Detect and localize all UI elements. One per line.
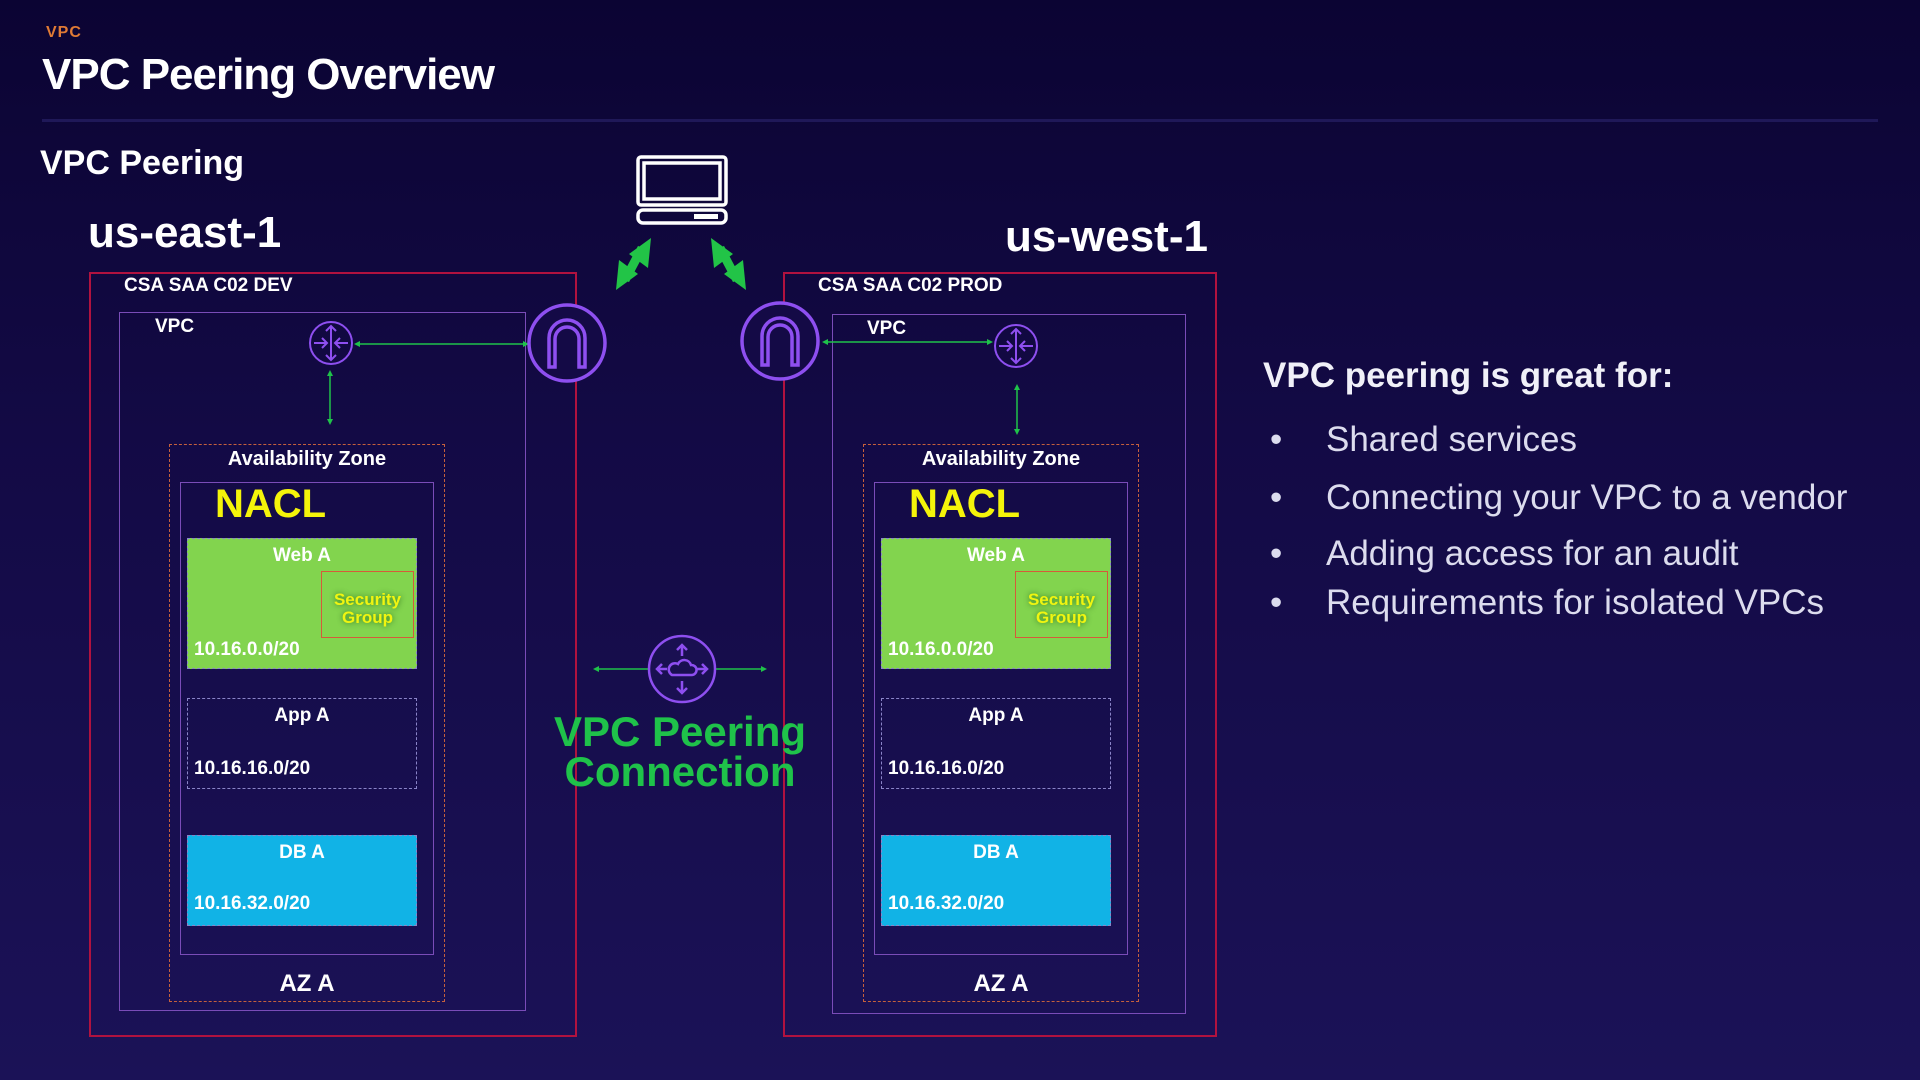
account-box-right: [783, 272, 1217, 1037]
benefit-item: • Shared services: [1270, 420, 1577, 460]
security-group-right: Security Group: [1015, 571, 1108, 638]
subnet-cidr: 10.16.0.0/20: [888, 639, 994, 660]
subnet-name: App A: [274, 705, 330, 726]
benefits-title: VPC peering is great for:: [1263, 356, 1674, 395]
subnet-cidr: 10.16.16.0/20: [194, 758, 311, 779]
db-subnet-right: DB A 10.16.32.0/20: [881, 835, 1111, 926]
nacl-label-left: NACL: [215, 482, 327, 526]
nacl-label-right: NACL: [909, 482, 1021, 526]
az-box-right: [863, 444, 1139, 1002]
account-box-left: [89, 272, 577, 1037]
app-subnet-right: App A 10.16.16.0/20: [881, 698, 1111, 789]
web-subnet-right: Web A 10.16.0.0/20 Security Group: [881, 538, 1111, 669]
sg-label-line2: Group: [1036, 608, 1087, 627]
bullet-icon: •: [1270, 478, 1283, 517]
account-label-right: CSA SAA C02 PROD: [818, 275, 1003, 296]
internet-gateway-icon-left: [527, 303, 607, 383]
bullet-icon: •: [1270, 420, 1283, 459]
router-icon-right: [994, 324, 1038, 368]
subnet-name: Web A: [966, 545, 1026, 566]
az-name-left: AZ A: [279, 970, 335, 997]
benefit-text: Connecting your VPC to a vendor: [1326, 478, 1848, 517]
vpc-box-left: [119, 312, 526, 1011]
security-group-left: Security Group: [321, 571, 414, 638]
subnet-name: App A: [968, 705, 1024, 726]
double-arrow-left-icon: [616, 238, 651, 290]
benefit-text: Shared services: [1326, 420, 1577, 459]
router-icon-left: [309, 321, 353, 365]
double-arrow-right-icon: [711, 238, 746, 290]
nacl-box-right: [874, 482, 1128, 955]
sg-label-line1: Security: [333, 590, 402, 609]
laptop-icon: [636, 155, 728, 225]
account-label-left: CSA SAA C02 DEV: [124, 275, 293, 296]
section-eyebrow: VPC: [46, 24, 82, 41]
az-box-left: [169, 444, 445, 1002]
title-divider: [42, 119, 1878, 122]
app-subnet-left: App A 10.16.16.0/20: [187, 698, 417, 789]
az-title-left: Availability Zone: [227, 448, 387, 470]
web-subnet-left: Web A 10.16.0.0/20 Security Group: [187, 538, 417, 669]
subnet-name: Web A: [272, 545, 332, 566]
subnet-name: DB A: [973, 842, 1019, 863]
subnet-cidr: 10.16.32.0/20: [888, 893, 1005, 914]
subnet-cidr: 10.16.0.0/20: [194, 639, 300, 660]
vpc-box-right: [832, 314, 1186, 1014]
internet-gateway-icon-right: [740, 301, 820, 381]
benefit-item: • Connecting your VPC to a vendor: [1270, 478, 1847, 518]
az-title-right: Availability Zone: [921, 448, 1081, 470]
bullet-icon: •: [1270, 534, 1283, 573]
sg-label-line2: Group: [342, 608, 393, 627]
vpc-label-left: VPC: [155, 316, 195, 337]
sg-label-line1: Security: [1027, 590, 1096, 609]
vpc-label-right: VPC: [867, 318, 907, 339]
bullet-icon: •: [1270, 583, 1283, 622]
peering-label-line1: VPC Peering: [553, 708, 807, 755]
peering-label-line2: Connection: [564, 748, 796, 795]
benefit-item: • Requirements for isolated VPCs: [1270, 583, 1824, 623]
page-title: VPC Peering Overview: [42, 50, 495, 99]
benefit-text: Requirements for isolated VPCs: [1326, 583, 1824, 622]
subnet-cidr: 10.16.32.0/20: [194, 893, 311, 914]
benefit-item: • Adding access for an audit: [1270, 534, 1738, 574]
subnet-cidr: 10.16.16.0/20: [888, 758, 1005, 779]
nacl-box-left: [180, 482, 434, 955]
section-title: VPC Peering: [40, 144, 245, 182]
subnet-name: DB A: [279, 842, 325, 863]
region-label-right: us-west-1: [1005, 212, 1208, 261]
az-name-right: AZ A: [973, 970, 1029, 997]
peering-connection-icon: [647, 634, 717, 704]
region-label-left: us-east-1: [88, 208, 282, 257]
db-subnet-left: DB A 10.16.32.0/20: [187, 835, 417, 926]
benefit-text: Adding access for an audit: [1326, 534, 1739, 573]
peering-connection-label: VPC Peering Connection: [540, 708, 820, 795]
